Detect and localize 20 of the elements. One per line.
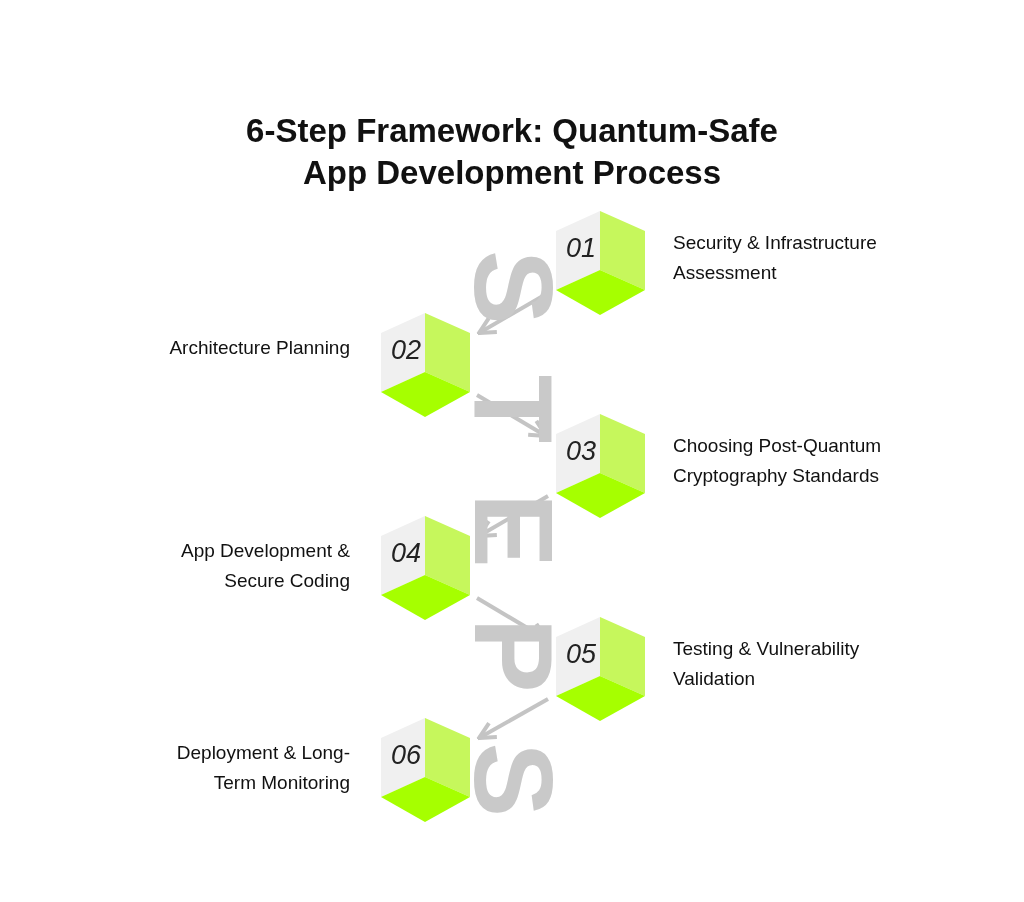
step-label: Security & Infrastructure Assessment bbox=[673, 231, 878, 285]
step-label: Choosing Post-Quantum Cryptography Standards bbox=[673, 434, 883, 488]
step-number: 06 bbox=[391, 740, 422, 771]
cube-step bbox=[556, 617, 646, 722]
step-label: App Development & Secure Coding bbox=[180, 539, 350, 593]
arrow bbox=[477, 697, 549, 740]
step-label: Deployment & Long-Term Monitoring bbox=[175, 741, 350, 795]
step-number: 05 bbox=[566, 639, 597, 670]
cube-step bbox=[381, 516, 471, 621]
step-label: Architecture Planning bbox=[168, 336, 350, 360]
step-label: Testing & Vulnerability Validation bbox=[673, 637, 861, 691]
cube-step bbox=[556, 211, 646, 316]
cube-step bbox=[381, 718, 471, 823]
step-number: 03 bbox=[566, 436, 597, 467]
cube-step bbox=[381, 313, 471, 418]
step-number: 02 bbox=[391, 335, 422, 366]
cube-step bbox=[556, 414, 646, 519]
step-number: 04 bbox=[391, 538, 422, 569]
title: 6-Step Framework: Quantum-Safe App Development Process bbox=[245, 111, 779, 193]
step-number: 01 bbox=[566, 233, 597, 264]
